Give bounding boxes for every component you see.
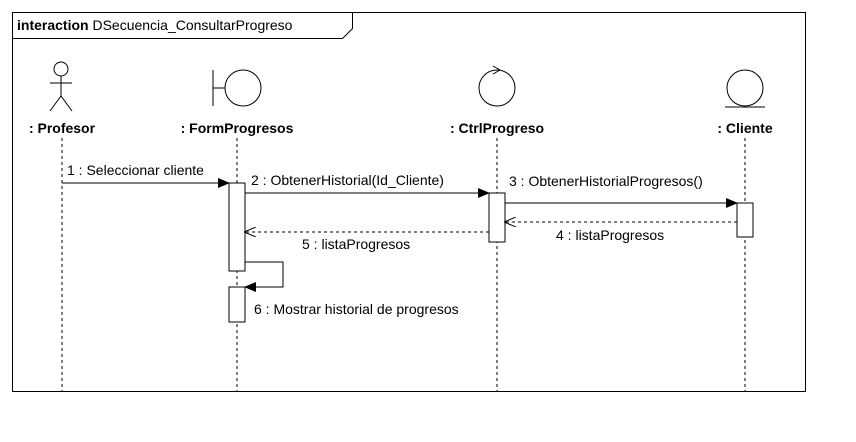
boundary-icon xyxy=(212,69,262,107)
frame-tab xyxy=(12,12,353,39)
lifeline-title-profesor: : Profesor xyxy=(29,120,96,136)
entity-icon xyxy=(725,69,765,108)
message-4-label: 4 : listaProgresos xyxy=(556,227,664,243)
interaction-frame xyxy=(12,12,806,392)
activation-ctrl xyxy=(488,192,506,243)
message-5-label: 5 : listaProgresos xyxy=(302,236,410,252)
lifeline-title-form: : FormProgresos xyxy=(181,120,294,136)
control-icon xyxy=(478,65,516,107)
actor-icon xyxy=(49,61,73,112)
frame-title: interaction DSecuencia_ConsultarProgreso xyxy=(17,17,293,33)
activation-form-2 xyxy=(228,286,246,323)
message-6-arrow xyxy=(244,261,284,292)
lifeline-title-ctrl: : CtrlProgreso xyxy=(450,120,544,136)
activation-form-1 xyxy=(228,182,246,272)
message-3-label: 3 : ObtenerHistorialProgresos() xyxy=(509,173,703,189)
lifeline-title-cliente: : Cliente xyxy=(717,120,772,136)
message-1-label: 1 : Seleccionar cliente xyxy=(67,162,204,178)
message-6-label: 6 : Mostrar historial de progresos xyxy=(254,301,459,317)
message-2-label: 2 : ObtenerHistorial(Id_Cliente) xyxy=(251,172,444,188)
activation-cliente xyxy=(736,202,754,238)
